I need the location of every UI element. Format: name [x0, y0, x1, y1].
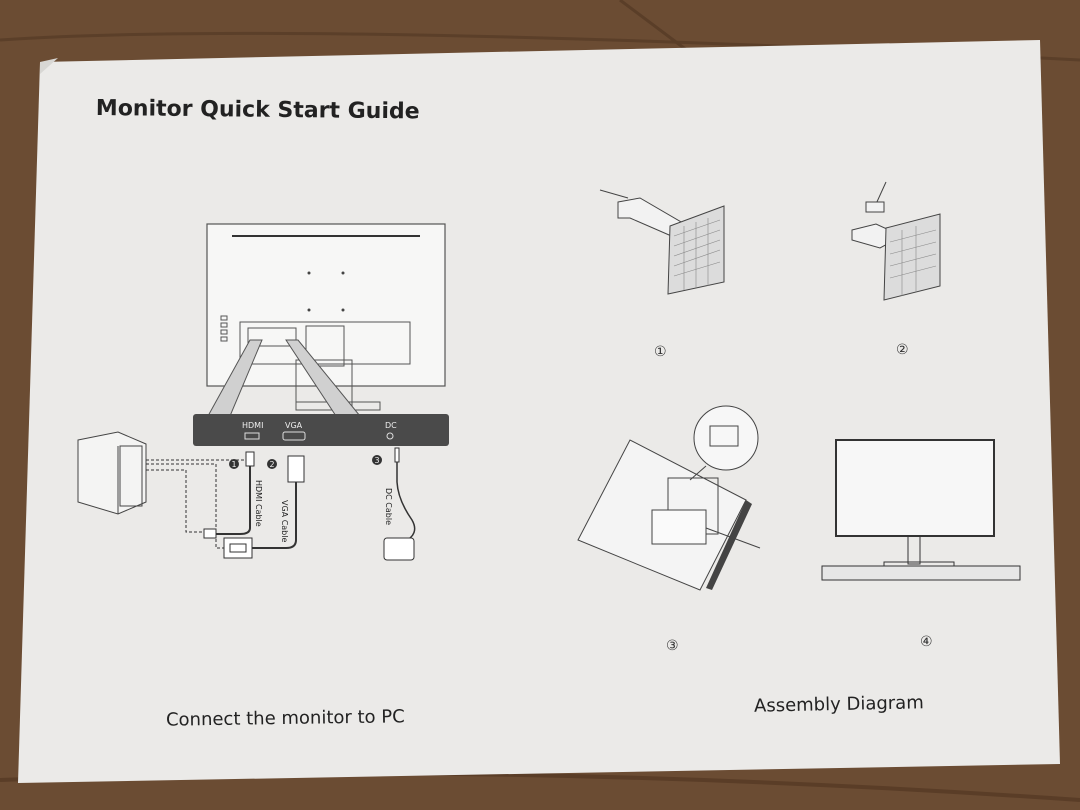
hdmi-port-icon	[244, 432, 260, 440]
assembly-step-3-number: ③	[666, 638, 679, 654]
cable-number-vga: 2	[270, 460, 275, 469]
dc-port-icon	[386, 432, 394, 440]
port-label-vga: VGA	[285, 421, 303, 430]
step-badge-hdmi	[229, 459, 239, 469]
port-label-dc: DC	[385, 421, 397, 430]
cable-number-dc: 3	[375, 456, 380, 465]
hdmi-cable-icon	[203, 451, 255, 539]
port-label-hdmi: HDMI	[242, 421, 263, 430]
assembly-caption: Assembly Diagram	[753, 692, 924, 717]
vga-port-icon	[282, 431, 306, 441]
cable-number-hdmi: 1	[232, 460, 237, 469]
cable-label-dc: DC Cable	[384, 488, 393, 525]
connect-caption: Connect the monitor to PC	[165, 706, 405, 731]
step-badge-dc	[372, 455, 382, 465]
assembly-step-2-illustration	[851, 181, 941, 301]
assembly-step-2-number: ②	[896, 342, 909, 358]
port-panel	[193, 414, 449, 446]
dc-cable-icon	[383, 447, 416, 561]
assembly-step-1-number: ①	[654, 344, 667, 360]
cable-label-hdmi: HDMI Cable	[254, 480, 263, 527]
pc-tower-icon	[77, 431, 147, 515]
assembly-step-4-illustration	[821, 439, 1021, 581]
assembly-step-1-illustration	[599, 189, 725, 295]
assembly-step-4-number: ④	[920, 634, 933, 650]
step-badge-vga	[267, 459, 277, 469]
cable-label-vga: VGA Cable	[280, 500, 289, 542]
vga-cable-icon	[223, 455, 305, 559]
zoom-detail-icon	[693, 405, 759, 471]
assembly-step-3-illustration	[577, 405, 761, 591]
